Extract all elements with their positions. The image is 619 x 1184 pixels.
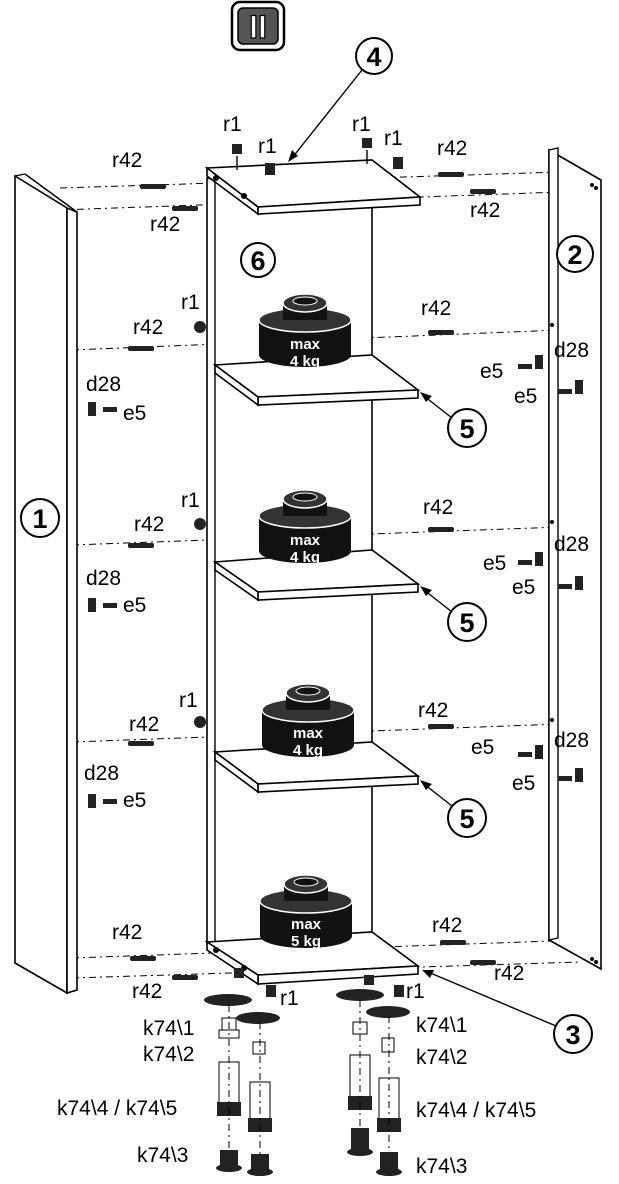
weight-label-top: max — [290, 336, 321, 353]
weight-label-top: max — [293, 725, 324, 742]
label-d28: d28 — [554, 729, 589, 752]
label-r42: r42 — [494, 962, 524, 985]
label-r42: r42 — [133, 316, 163, 339]
label-e5: e5 — [512, 772, 535, 795]
part-number: 5 — [459, 608, 474, 638]
leveling-feet — [204, 989, 410, 1176]
step-badge: II — [230, 0, 286, 52]
part-5-callout-middle: 5 — [420, 586, 487, 642]
part-number: 5 — [459, 804, 474, 834]
part-number: 2 — [567, 240, 582, 270]
label-d28: d28 — [554, 533, 589, 556]
label-r42: r42 — [437, 137, 467, 160]
weight-lower: max 4 kg — [261, 683, 355, 759]
label-r1: r1 — [181, 291, 200, 314]
weight-label-bottom: 4 kg — [290, 353, 320, 370]
part-5-callout-lower: 5 — [420, 780, 487, 838]
label-d28: d28 — [554, 339, 589, 362]
part-number: 4 — [366, 42, 381, 72]
part-4-callout: 4 — [288, 37, 393, 162]
label-k74-4-5: k74\4 / k74\5 — [416, 1099, 536, 1122]
part-number: 3 — [565, 1020, 580, 1050]
cam-fittings — [194, 138, 404, 997]
label-k74-2: k74\2 — [416, 1046, 467, 1069]
weight-label-bottom: 4 kg — [290, 549, 320, 566]
label-e5: e5 — [123, 402, 146, 425]
label-r42: r42 — [423, 496, 453, 519]
label-r1: r1 — [280, 987, 299, 1010]
label-r1: r1 — [406, 980, 425, 1003]
weight-upper: max 4 kg — [258, 293, 352, 370]
weight-label-top: max — [291, 916, 322, 933]
label-k74-3: k74\3 — [137, 1144, 188, 1167]
label-r1: r1 — [179, 689, 198, 712]
label-e5: e5 — [123, 594, 146, 617]
label-d28: d28 — [86, 373, 121, 396]
weight-label-bottom: 5 kg — [291, 933, 321, 950]
hardware-labels: r1 r1 r1 r1 r42 r42 r42 r42 r1 r42 r42 d… — [57, 113, 589, 1178]
label-e5: e5 — [514, 385, 537, 408]
label-r1: r1 — [181, 489, 200, 512]
label-k74-4-5: k74\4 / k74\5 — [57, 1097, 177, 1120]
weight-label-bottom: 4 kg — [293, 742, 323, 759]
label-r1: r1 — [223, 113, 242, 136]
weight-middle: max 4 kg — [258, 489, 352, 566]
label-r42: r42 — [418, 699, 448, 722]
label-e5: e5 — [512, 576, 535, 599]
label-r42: r42 — [112, 921, 142, 944]
label-k74-1: k74\1 — [143, 1017, 194, 1040]
label-r42: r42 — [432, 914, 462, 937]
weight-bottom: max 5 kg — [259, 874, 353, 950]
part-3-callout: 3 — [422, 970, 593, 1054]
label-r42: r42 — [112, 149, 142, 172]
label-r1: r1 — [352, 113, 371, 136]
part-1-callout: 1 — [20, 498, 60, 538]
label-e5: e5 — [483, 552, 506, 575]
label-r42: r42 — [470, 199, 500, 222]
shelf-upper — [212, 354, 421, 407]
label-d28: d28 — [84, 762, 119, 785]
weight-label-top: max — [290, 532, 321, 549]
label-k74-2: k74\2 — [143, 1043, 194, 1066]
right-side-panel — [548, 147, 602, 971]
label-r42: r42 — [134, 513, 164, 536]
label-e5: e5 — [480, 360, 503, 383]
step-label: II — [249, 9, 267, 45]
part-5-callout-upper: 5 — [420, 392, 487, 448]
label-r1: r1 — [258, 135, 277, 158]
shelf-lower — [212, 741, 421, 794]
part-2-callout: 2 — [556, 235, 594, 273]
dowel-pins — [128, 172, 496, 980]
shelf-middle — [212, 549, 421, 602]
left-side-panel — [14, 173, 78, 995]
label-e5: e5 — [123, 789, 146, 812]
label-r1: r1 — [384, 127, 403, 150]
label-d28: d28 — [86, 567, 121, 590]
bottom-board — [204, 931, 421, 986]
part-number: 5 — [459, 414, 474, 444]
label-e5: e5 — [471, 736, 494, 759]
part-6-callout: 6 — [240, 242, 276, 278]
cam-locks — [88, 355, 583, 808]
part-number: 6 — [250, 246, 265, 276]
label-k74-1: k74\1 — [416, 1014, 467, 1037]
top-board — [204, 159, 423, 216]
label-r42: r42 — [132, 980, 162, 1003]
label-r42: r42 — [129, 713, 159, 736]
part-number: 1 — [32, 504, 47, 534]
label-r42: r42 — [150, 213, 180, 236]
label-k74-3: k74\3 — [416, 1155, 467, 1178]
label-r42: r42 — [421, 297, 451, 320]
